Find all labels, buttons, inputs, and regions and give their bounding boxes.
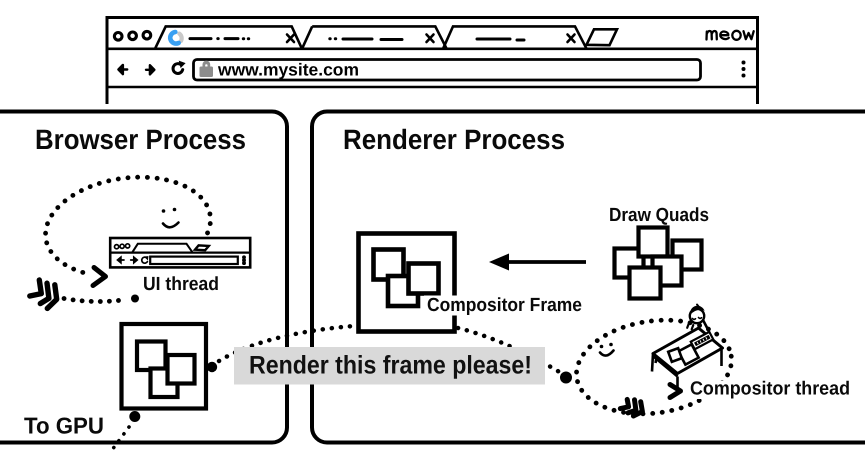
svg-text:Draw Quads: Draw Quads bbox=[609, 205, 709, 226]
svg-text:Browser Process: Browser Process bbox=[35, 124, 246, 155]
svg-text:Compositor Frame: Compositor Frame bbox=[427, 295, 582, 316]
svg-text:www.mysite.com: www.mysite.com bbox=[217, 60, 359, 80]
svg-text:To GPU: To GPU bbox=[24, 413, 104, 439]
svg-text:Renderer Process: Renderer Process bbox=[343, 124, 565, 155]
svg-text:UI thread: UI thread bbox=[143, 274, 219, 295]
svg-text:Compositor thread: Compositor thread bbox=[690, 379, 850, 400]
svg-text:Render this frame please!: Render this frame please! bbox=[249, 352, 532, 380]
